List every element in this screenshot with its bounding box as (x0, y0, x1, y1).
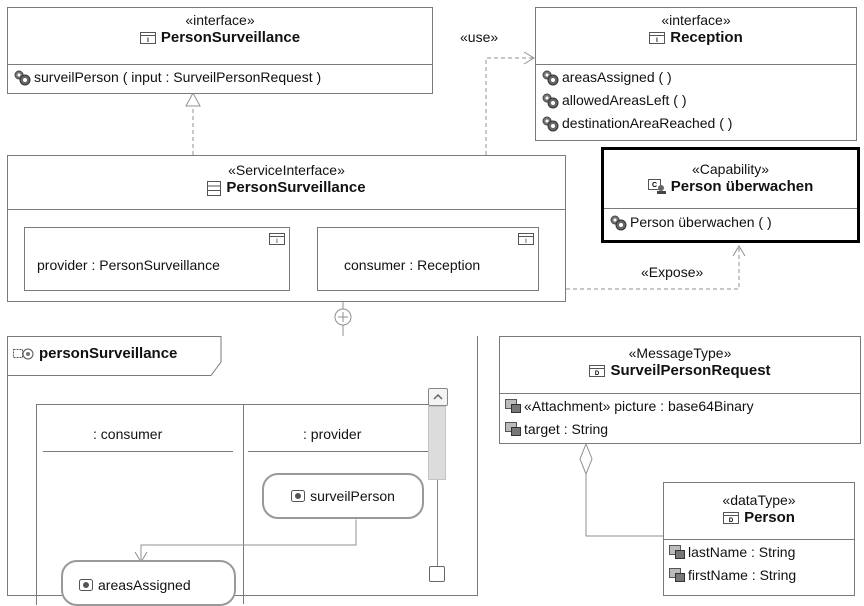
node-name: PersonSurveillance (160, 29, 301, 46)
interaction-icon (13, 348, 34, 359)
interaction-node[interactable]: personSurveillance : consumer : provider… (7, 336, 478, 606)
scroll-down-button[interactable] (429, 566, 445, 582)
attribute-icon (669, 568, 685, 582)
message-label: areasAssigned (98, 577, 191, 593)
use-label: «use» (460, 29, 499, 45)
operation-gear-icon (542, 70, 559, 86)
message-type-icon: D (589, 365, 606, 377)
data-type-node[interactable]: «dataType» D Person lastName : String fi… (663, 482, 855, 596)
message-type-node[interactable]: «MessageType» D SurveilPersonRequest «At… (499, 336, 861, 444)
nesting-connector[interactable] (334, 302, 352, 336)
attribute-label: «Attachment» picture : base64Binary (524, 398, 754, 414)
operation-gear-icon (14, 70, 31, 86)
interface-icon: I (139, 32, 156, 44)
operation-gear-icon (542, 93, 559, 109)
connector-layer (185, 51, 746, 537)
svg-text:D: D (595, 371, 600, 377)
expose-dependency-connector[interactable] (566, 245, 746, 290)
attribute-row[interactable]: «Attachment» picture : base64Binary (505, 396, 856, 416)
operation-row[interactable]: surveilPerson ( input : SurveilPersonReq… (13, 67, 428, 87)
scroll-up-button[interactable] (428, 388, 448, 406)
stereotype-label: «interface» (185, 12, 255, 28)
operation-gear-icon (610, 215, 627, 231)
stereotype-label: «ServiceInterface» (228, 162, 345, 178)
operation-row[interactable]: areasAssigned ( ) (541, 67, 852, 87)
message-icon (291, 490, 306, 502)
operation-label: surveilPerson ( input : SurveilPersonReq… (34, 69, 322, 85)
attribute-row[interactable]: firstName : String (669, 565, 850, 585)
lifeline-divider (243, 404, 244, 604)
svg-text:I: I (276, 239, 278, 245)
vertical-scrollbar[interactable] (428, 388, 448, 582)
interface-icon: I (269, 233, 285, 245)
lifeline-consumer-head (43, 451, 233, 452)
operation-label: allowedAreasLeft ( ) (562, 92, 687, 108)
attribute-icon (669, 545, 685, 559)
interaction-name: personSurveillance (39, 345, 178, 362)
aggregation-connector[interactable] (579, 442, 663, 537)
capability-icon: C (647, 179, 666, 194)
sequence-area (36, 404, 440, 605)
interaction-frame-tab (7, 336, 222, 376)
attribute-row[interactable]: target : String (505, 419, 856, 439)
realization-connector[interactable] (185, 91, 201, 155)
use-dependency-connector[interactable] (485, 51, 535, 155)
capability-node[interactable]: «Capability» C Person überwachen Person … (601, 147, 860, 243)
stereotype-label: «interface» (661, 12, 731, 28)
lifeline-consumer-label: : consumer (93, 426, 163, 442)
operation-row[interactable]: destinationAreaReached ( ) (541, 113, 852, 133)
stereotype-label: «dataType» (722, 492, 796, 508)
operation-label: destinationAreaReached ( ) (562, 115, 733, 131)
attribute-icon (505, 399, 521, 413)
node-name: Reception (670, 29, 743, 46)
message-icon (79, 579, 93, 591)
scroll-thumb[interactable] (428, 406, 446, 480)
message-label: surveilPerson (310, 488, 395, 504)
operation-row[interactable]: Person überwachen ( ) (609, 212, 853, 232)
attribute-label: firstName : String (688, 567, 797, 583)
interface-icon: I (649, 32, 666, 44)
attribute-label: target : String (524, 421, 609, 437)
operation-label: Person überwachen ( ) (630, 214, 772, 230)
service-interface-node[interactable]: «ServiceInterface» PersonSurveillance I … (7, 155, 566, 302)
interface-person-surveillance-node[interactable]: «interface» I PersonSurveillance surveil… (7, 7, 433, 94)
svg-text:C: C (652, 182, 657, 189)
attribute-label: lastName : String (688, 544, 796, 560)
attribute-icon (505, 422, 521, 436)
node-name: Person (744, 509, 795, 526)
svg-text:D: D (729, 518, 734, 524)
node-name: SurveilPersonRequest (610, 362, 771, 379)
lifeline-provider-label: : provider (303, 426, 362, 442)
svg-text:I: I (525, 239, 527, 245)
part-label: consumer : Reception (344, 257, 481, 273)
operation-gear-icon (542, 116, 559, 132)
stereotype-label: «MessageType» (628, 345, 732, 361)
node-name: Person überwachen (670, 178, 814, 195)
operation-row[interactable]: allowedAreasLeft ( ) (541, 90, 852, 110)
svg-text:I: I (656, 38, 658, 44)
part-label: provider : PersonSurveillance (37, 257, 220, 273)
svg-text:I: I (147, 38, 149, 44)
data-type-icon: D (723, 512, 740, 524)
attribute-row[interactable]: lastName : String (669, 542, 850, 562)
lifeline-provider-head (248, 451, 430, 452)
chevron-up-icon (433, 394, 443, 400)
message-areasassigned[interactable]: areasAssigned (61, 560, 236, 606)
consumer-part[interactable]: I consumer : Reception (317, 227, 539, 291)
interface-reception-node[interactable]: «interface» I Reception areasAssigned ( … (535, 7, 857, 141)
interface-icon: I (518, 233, 534, 245)
stereotype-label: «Capability» (691, 161, 770, 177)
provider-part[interactable]: I provider : PersonSurveillance (24, 227, 290, 291)
message-surveilperson[interactable]: surveilPerson (262, 473, 424, 519)
service-interface-icon (207, 180, 222, 196)
operation-label: areasAssigned ( ) (562, 69, 672, 85)
node-name: PersonSurveillance (226, 179, 366, 196)
expose-label: «Expose» (641, 264, 704, 280)
scroll-track (437, 480, 438, 566)
